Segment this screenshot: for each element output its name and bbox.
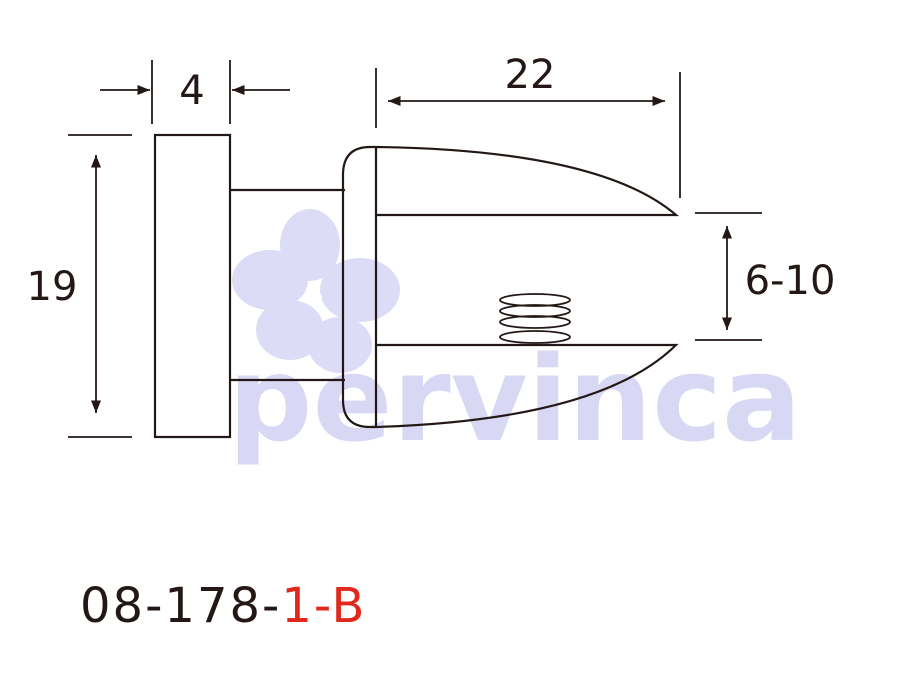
- lower-jaw: [375, 343, 679, 429]
- dim-glass-range: 6-10: [745, 258, 836, 304]
- dim-clamp-depth: 22: [505, 52, 556, 98]
- part-number-prefix: 08-178-: [80, 578, 281, 634]
- dim-plate-thickness: 4: [179, 68, 204, 114]
- dimension-lines: [68, 60, 762, 438]
- dim-height: 19: [27, 264, 78, 310]
- head-back: [341, 145, 376, 429]
- watermark-flower-icon: [232, 209, 400, 373]
- clamp-outline: [153, 133, 679, 439]
- set-screw: [499, 293, 571, 344]
- watermark-text: pervinca: [228, 330, 802, 468]
- upper-jaw: [375, 145, 679, 217]
- wall-plate: [153, 133, 232, 439]
- part-number-suffix: 1-B: [281, 578, 366, 634]
- part-number: 08-178-1-B: [80, 578, 366, 634]
